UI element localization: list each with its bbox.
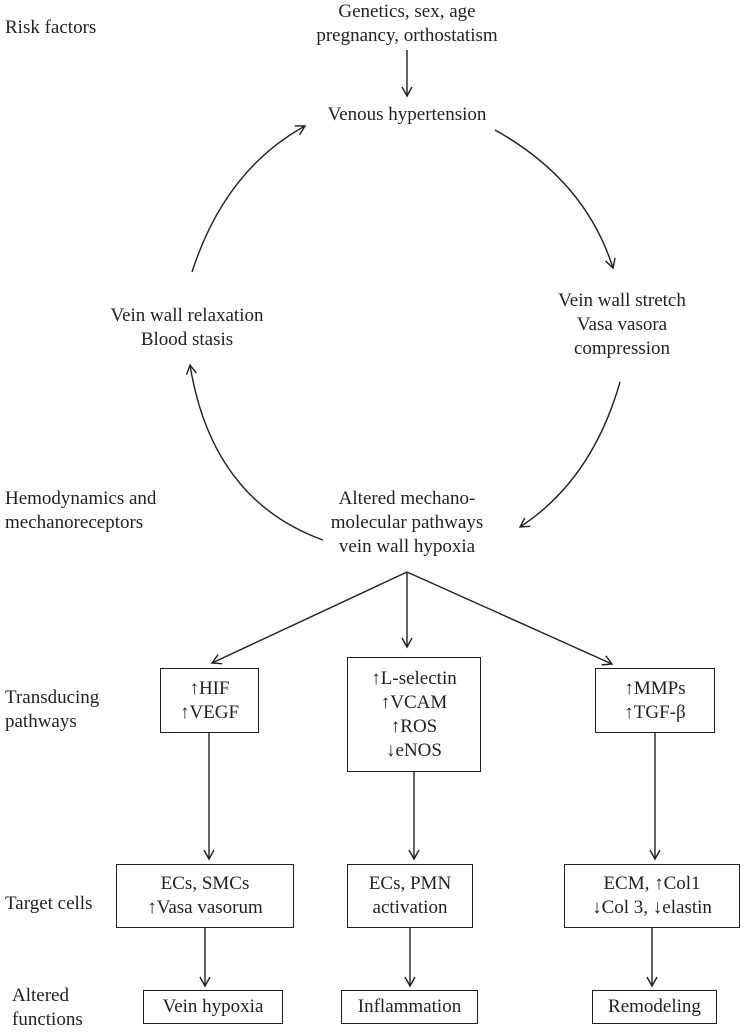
venous-hypertension-node: Venous hypertension <box>327 104 487 125</box>
pathway-vcam: ↑VCAM <box>380 691 448 713</box>
stretch-line1: Vein wall stretch <box>558 290 686 311</box>
pathway-box-left: ↑HIF ↑VEGF <box>160 668 259 733</box>
row-label-altered-functions: Altered functions <box>12 984 83 1032</box>
target-box-middle: ECs, PMN activation <box>347 864 473 928</box>
stretch-line3: compression <box>573 338 671 359</box>
function-remodeling: Remodeling <box>608 996 701 1017</box>
target-box-left: ECs, SMCs ↑Vasa vasorum <box>116 864 294 928</box>
arc-relaxation-to-hypertension <box>191 125 307 273</box>
row-label-transducing-line1: Transducing <box>5 687 100 708</box>
pathway-l-selectin: ↑L-selectin <box>371 667 457 689</box>
arrow-altered-to-left <box>210 571 408 665</box>
risk-factors-line2: pregnancy, orthostatism <box>316 25 498 46</box>
arc-hypertension-to-stretch <box>494 129 616 270</box>
altered-pathways-node: Altered mechano- molecular pathways vein… <box>312 487 502 559</box>
pathway-box-middle: ↑L-selectin ↑VCAM ↑ROS ↓eNOS <box>347 657 481 772</box>
function-box-inflammation: Inflammation <box>341 990 478 1024</box>
function-inflammation: Inflammation <box>357 996 462 1017</box>
row-label-altered-line1: Altered <box>12 985 69 1006</box>
vein-wall-relaxation-node: Vein wall relaxation Blood stasis <box>92 304 282 352</box>
function-box-remodeling: Remodeling <box>592 990 717 1024</box>
row-label-transducing: Transducing pathways <box>5 686 99 734</box>
arrow-altered-to-right <box>406 571 614 666</box>
risk-factors-node: Genetics, sex, age pregnancy, orthostati… <box>307 0 507 48</box>
row-label-hemodynamics: Hemodynamics and mechanoreceptors <box>5 487 156 535</box>
row-label-transducing-line2: pathways <box>5 711 77 732</box>
target-activation: activation <box>372 897 448 918</box>
altered-line1: Altered mechano- <box>338 488 476 509</box>
pathway-vegf: ↑VEGF <box>179 701 240 723</box>
row-label-altered-line2: functions <box>12 1009 83 1030</box>
vein-wall-stretch-node: Vein wall stretch Vasa vasora compressio… <box>536 289 708 361</box>
arc-stretch-to-altered <box>518 381 621 528</box>
arc-altered-to-relaxation <box>185 363 324 541</box>
altered-line2: molecular pathways <box>330 512 484 533</box>
pathway-enos: ↓eNOS <box>386 739 442 761</box>
stretch-line2: Vasa vasora <box>576 314 668 335</box>
row-label-target-cells: Target cells <box>5 893 93 914</box>
function-vein-hypoxia: Vein hypoxia <box>162 996 264 1017</box>
target-vasa-vasorum: ↑Vasa vasorum <box>147 897 263 918</box>
pathway-ros: ↑ROS <box>390 715 438 737</box>
row-label-hemodynamics-line1: Hemodynamics and <box>5 488 157 509</box>
relaxation-line1: Vein wall relaxation <box>110 305 264 326</box>
row-label-hemodynamics-line2: mechanoreceptors <box>5 512 144 533</box>
pathway-tgf-beta: ↑TGF-β <box>624 701 686 723</box>
pathway-hif: ↑HIF <box>189 677 230 699</box>
target-col3-elastin: ↓Col 3, ↓elastin <box>592 897 712 918</box>
risk-factors-line1: Genetics, sex, age <box>338 1 476 22</box>
relaxation-line2: Blood stasis <box>140 329 234 350</box>
pathway-box-right: ↑MMPs ↑TGF-β <box>595 668 715 733</box>
target-ecm-col1: ECM, ↑Col1 <box>603 873 701 894</box>
pathway-mmps: ↑MMPs <box>624 677 686 699</box>
target-ecs-pmn: ECs, PMN <box>368 873 452 894</box>
function-box-vein-hypoxia: Vein hypoxia <box>143 990 283 1024</box>
row-label-risk-factors: Risk factors <box>5 17 97 38</box>
target-ecs-smcs: ECs, SMCs <box>160 873 250 894</box>
target-box-right: ECM, ↑Col1 ↓Col 3, ↓elastin <box>564 864 740 928</box>
altered-line3: vein wall hypoxia <box>338 536 476 557</box>
